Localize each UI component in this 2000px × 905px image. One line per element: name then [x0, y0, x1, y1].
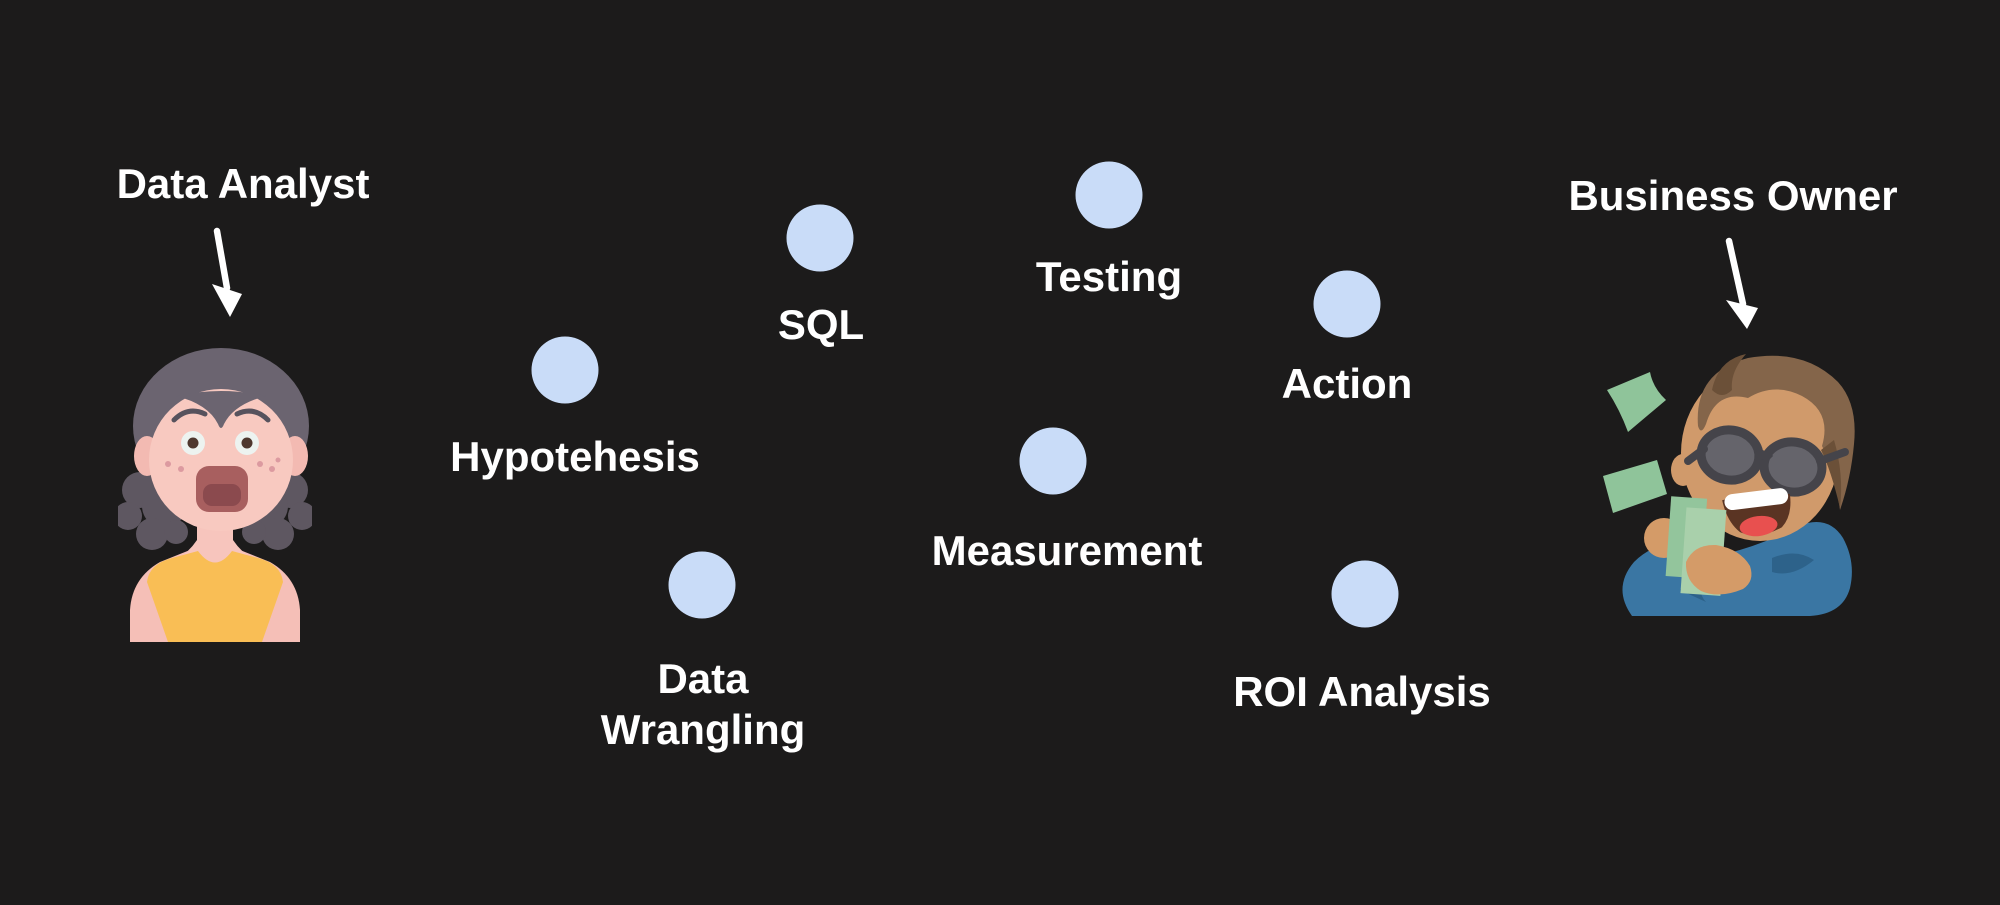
hairline-wedge: [176, 391, 266, 428]
step-dot-roi-analysis: [1331, 560, 1399, 628]
step-dot-data-wrangling: [668, 551, 736, 619]
step-dot-sql: [786, 204, 854, 272]
data-analyst-illustration: [118, 348, 312, 642]
step-label-action: Action: [1281, 359, 1413, 407]
down-arrow-icon: [1725, 237, 1758, 329]
smiling-mouth: [1722, 488, 1791, 537]
business-owner-illustration: [1603, 354, 1855, 616]
flying-bill: [1603, 460, 1667, 513]
step-label-measurement: Measurement: [931, 526, 1203, 574]
step-dot-testing: [1075, 161, 1143, 229]
hand: [1685, 544, 1752, 595]
left-brow: [171, 408, 208, 423]
hair: [1697, 355, 1855, 510]
step-dot-hypotehesis: [531, 336, 599, 404]
face: [149, 389, 293, 531]
step-label-roi-analysis: ROI Analysis: [1233, 667, 1491, 715]
business-owner-label: Business Owner: [1568, 171, 1898, 219]
step-dot-action: [1313, 270, 1381, 338]
data-analyst-label: Data Analyst: [116, 159, 370, 207]
step-dot-measurement: [1019, 427, 1087, 495]
yellow-top: [147, 551, 283, 642]
right-brow: [234, 408, 271, 423]
step-label-hypotehesis: Hypotehesis: [450, 432, 700, 480]
step-label-sql: SQL: [777, 300, 865, 348]
step-label-testing: Testing: [1035, 252, 1183, 300]
flying-bill: [1607, 372, 1666, 432]
down-arrow-icon: [212, 227, 242, 317]
sunglasses: [1696, 425, 1827, 497]
step-label-data-wrangling: Data Wrangling: [600, 655, 806, 753]
freckles: [165, 457, 281, 472]
